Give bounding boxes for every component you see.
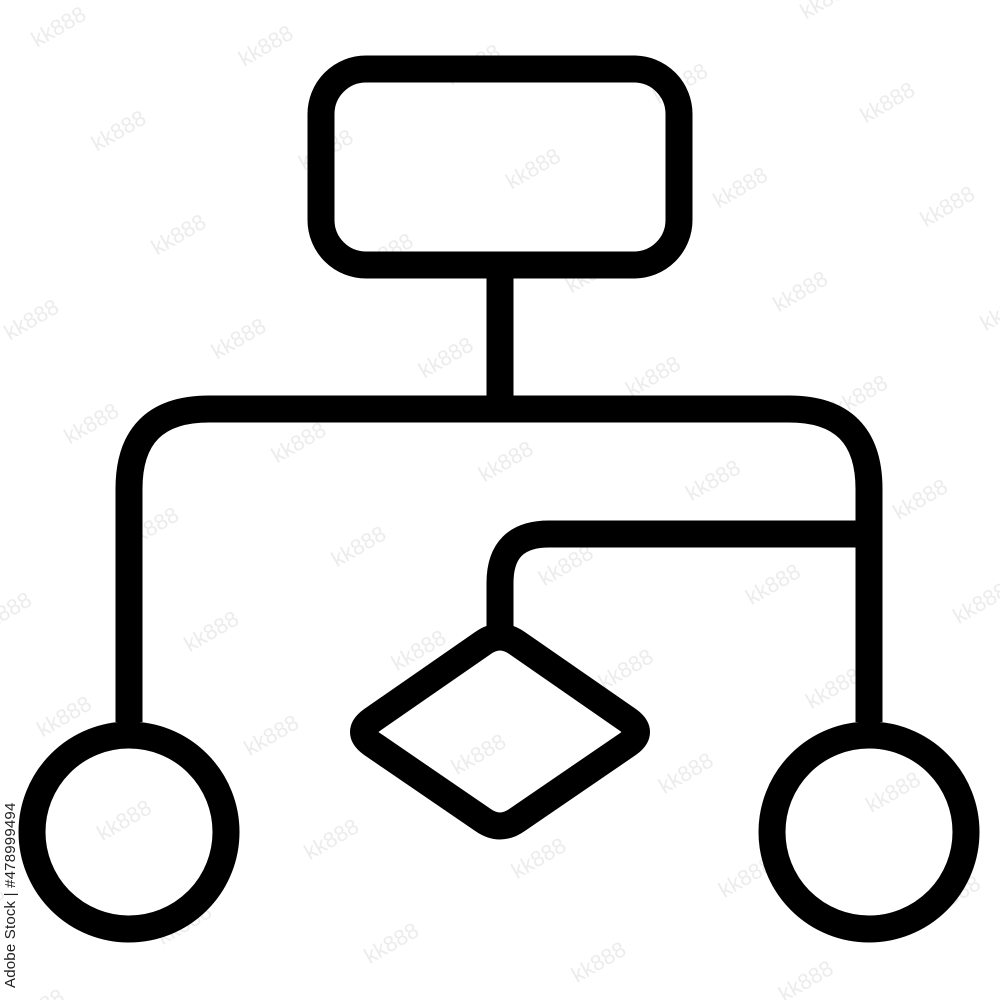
decision-diamond [350, 623, 650, 840]
process-box [307, 55, 693, 279]
branch-connector [115, 395, 883, 722]
terminal-circle-left [18, 721, 240, 943]
stock-id-label: Adobe Stock | #478999494 [2, 802, 19, 988]
decision-connector [486, 520, 869, 631]
terminal-circle-right [758, 721, 980, 943]
